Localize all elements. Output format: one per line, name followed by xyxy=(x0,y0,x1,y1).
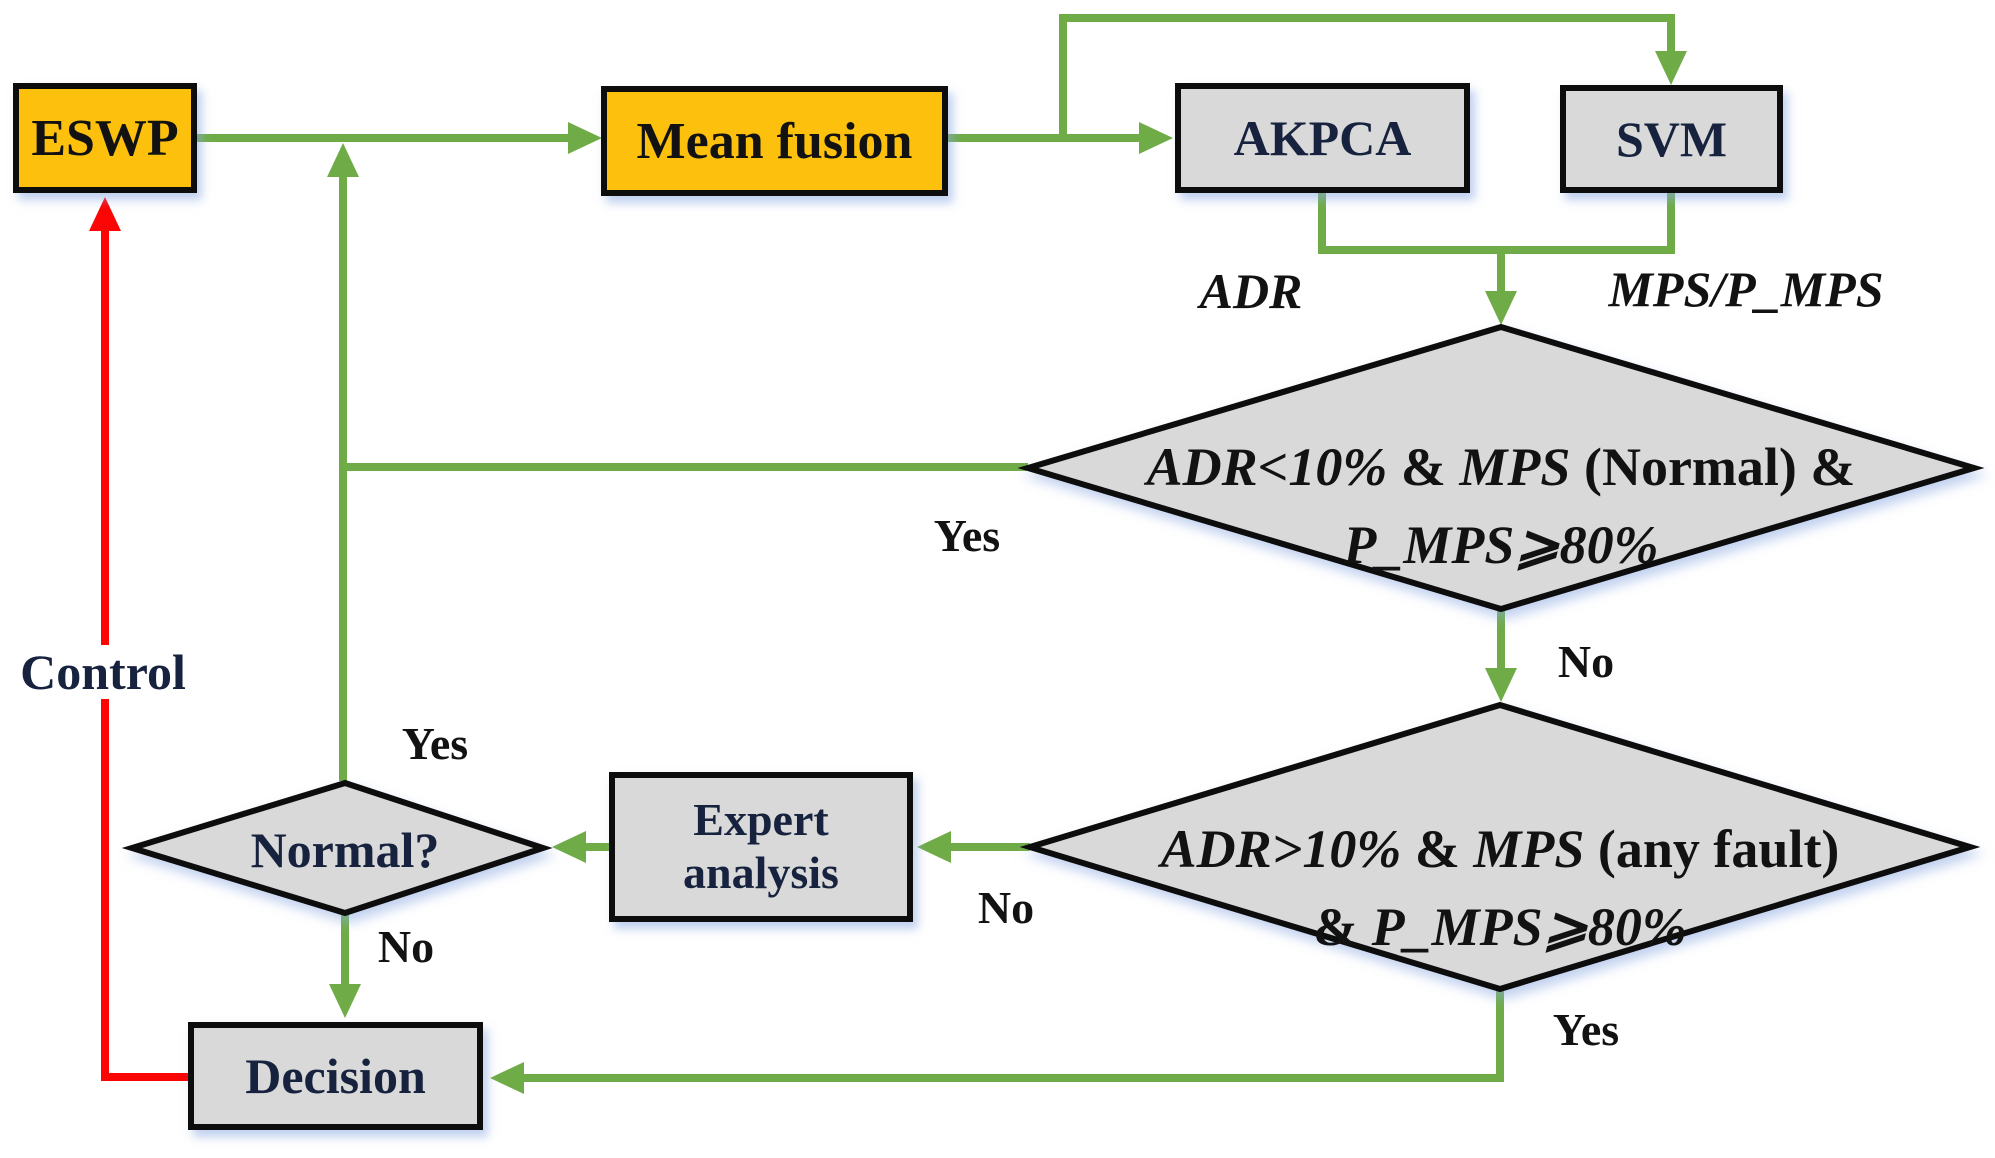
decision-label: Decision xyxy=(245,1048,426,1104)
diamond2-yes-label: Yes xyxy=(1552,1004,1620,1055)
expert-analysis-label: Expert analysis xyxy=(683,794,839,898)
svm-label: SVM xyxy=(1615,111,1728,167)
edge-svm-down xyxy=(1501,191,1675,254)
diamond-normal-question xyxy=(121,779,553,917)
akpca-box: AKPCA xyxy=(1175,83,1470,193)
diamond1-no-label: No xyxy=(1557,636,1615,687)
diamond1-yes-label: Yes xyxy=(933,510,1001,561)
mps-signal-label: MPS/P_MPS xyxy=(1608,261,1884,317)
expert-analysis-box: Expert analysis xyxy=(609,772,913,922)
edge-akpca-down xyxy=(1318,191,1501,254)
diamond-check-normal-condition xyxy=(1017,323,1985,613)
mean-fusion-label: Mean fusion xyxy=(636,112,913,170)
diamond2-line2: & P_MPS⩾80% xyxy=(1313,897,1687,957)
diamond1-condition-text: ADR<10% & MPS (Normal) & P_MPS⩾80% xyxy=(1147,428,1856,584)
mean-fusion-box: Mean fusion xyxy=(601,86,948,196)
diamond2-condition-text: ADR>10% & MPS (any fault) & P_MPS⩾80% xyxy=(1161,810,1840,966)
normal-question-text: Normal? xyxy=(250,822,440,878)
adr-signal-label: ADR xyxy=(1199,263,1303,319)
edge-decision-to-eswp-control xyxy=(89,197,192,1081)
diamond-check-fault-condition xyxy=(1019,701,1981,993)
diamond1-line2: P_MPS⩾80% xyxy=(1343,515,1659,575)
edge-branch-to-svm xyxy=(1059,14,1687,138)
akpca-label: AKPCA xyxy=(1233,110,1412,166)
diamond2-line1: ADR>10% & MPS (any fault) xyxy=(1160,819,1840,879)
eswp-box: ESWP xyxy=(13,83,197,193)
normal-yes-label: Yes xyxy=(401,718,469,769)
expert-no-label: No xyxy=(977,882,1035,933)
control-label: Control xyxy=(12,645,194,699)
diamond1-line1: ADR<10% & MPS (Normal) & xyxy=(1146,437,1856,497)
edge-diamond2-yes xyxy=(490,987,1504,1094)
eswp-label: ESWP xyxy=(31,109,179,167)
normal-question-label: Normal? xyxy=(251,825,440,875)
svm-box: SVM xyxy=(1560,85,1783,193)
decision-box: Decision xyxy=(188,1022,483,1130)
normal-no-label: No xyxy=(377,921,435,972)
